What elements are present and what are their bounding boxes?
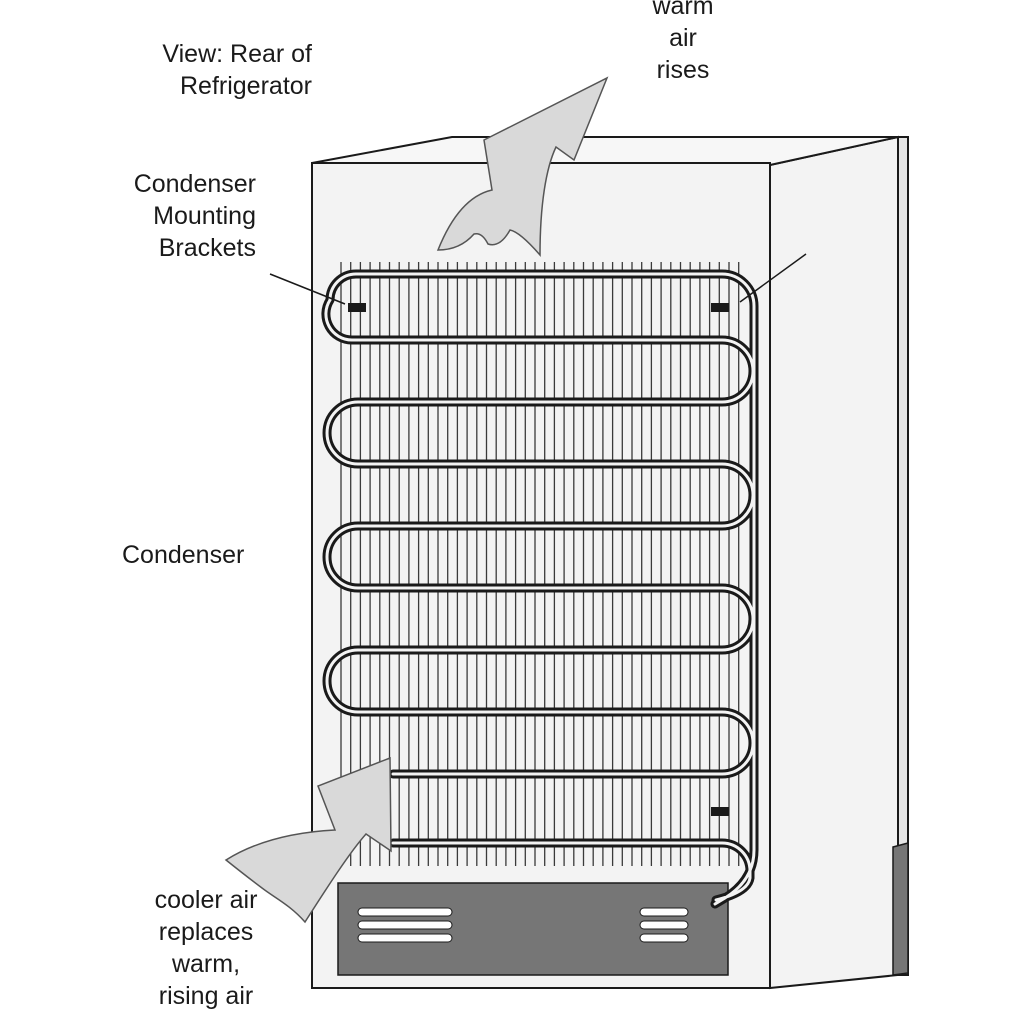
- view-label-line-1: View: Rear of: [162, 40, 312, 68]
- leader-line-left: [269, 273, 346, 305]
- mounting-brackets: [348, 303, 729, 816]
- brackets-label-line-2: Mounting: [153, 202, 256, 230]
- cooler-air-arrow: [224, 756, 392, 924]
- brackets-label-line-1: Condenser: [133, 170, 256, 198]
- view-label-line-2: Refrigerator: [180, 72, 312, 100]
- cooler-air-label-line-1: cooler air: [154, 886, 258, 914]
- grille-vents-left: [357, 907, 453, 943]
- cabinet-edge-strip: [897, 136, 909, 976]
- leader-line-right: [739, 253, 807, 303]
- brackets-label-line-3: Brackets: [158, 234, 256, 262]
- cooler-air-label: cooler air replaces warm, rising air: [126, 884, 286, 1012]
- bracket-top-right: [711, 303, 729, 312]
- warm-air-arrow: [436, 76, 609, 258]
- warm-air-label: warm air rises: [635, 0, 731, 86]
- bracket-bottom-right: [711, 807, 729, 816]
- grille-vents-right: [639, 907, 689, 943]
- cabinet-side-panel: [769, 135, 899, 990]
- cooler-air-label-line-4: rising air: [158, 982, 254, 1010]
- cooler-air-label-line-3: warm,: [171, 950, 241, 978]
- condenser-label: Condenser: [122, 541, 245, 569]
- condenser-coil: [321, 269, 759, 909]
- brackets-label: Condenser Mounting Brackets: [90, 168, 256, 264]
- view-label: View: Rear of Refrigerator: [100, 38, 312, 102]
- bracket-top-left: [348, 303, 366, 312]
- warm-air-label-line-2: air: [669, 24, 697, 52]
- cabinet-side-base: [892, 842, 909, 976]
- warm-air-label-line-1: warm: [652, 0, 714, 20]
- warm-air-label-line-3: rises: [656, 56, 710, 84]
- cabinet-back-face: [311, 162, 771, 989]
- cooler-air-label-line-2: replaces: [158, 918, 254, 946]
